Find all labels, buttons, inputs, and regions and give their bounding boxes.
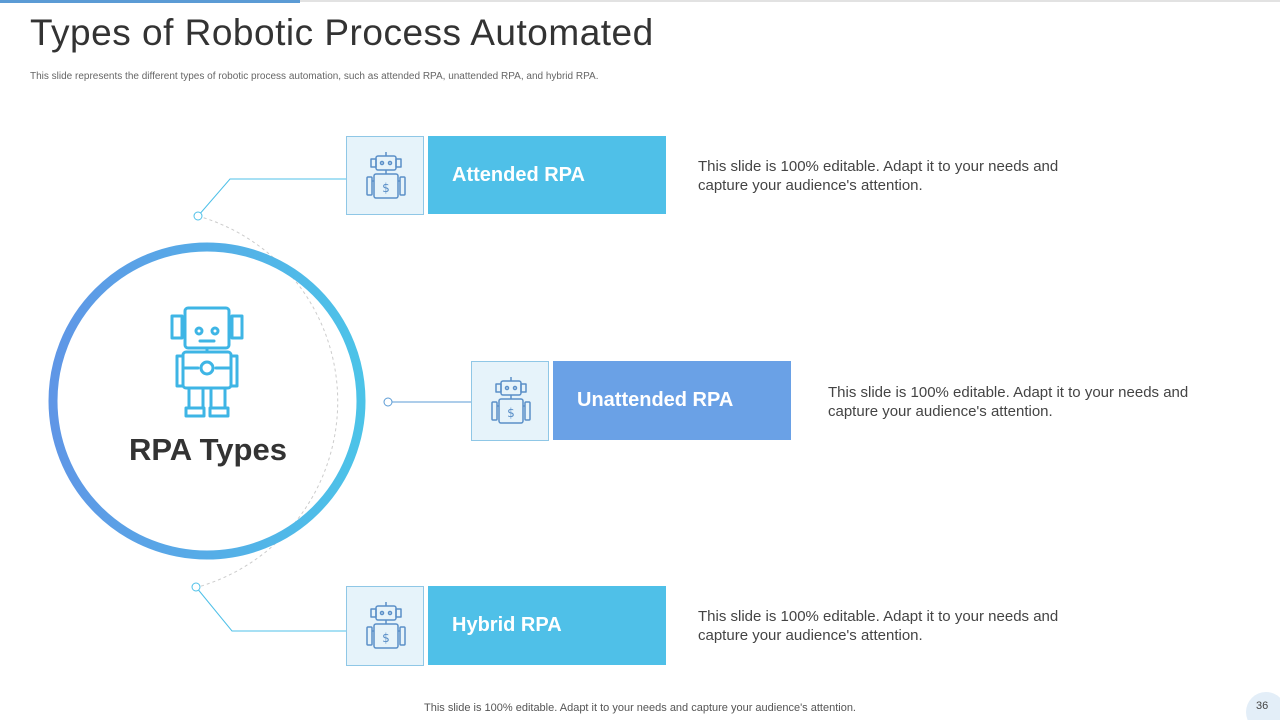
footer-text: This slide is 100% editable. Adapt it to… [424,702,856,714]
page-number: 36 [1256,700,1269,712]
slide-subtitle: This slide represents the different type… [30,71,599,82]
page-number-badge: 36 [1246,692,1280,720]
description-hybrid: This slide is 100% editable. Adapt it to… [698,608,1059,644]
dashed-arc [197,215,339,588]
label-unattended-rpa: Unattended RPA [553,361,791,440]
label-attended-rpa: Attended RPA [428,136,666,214]
robot-icon: $ [491,377,531,424]
svg-text:$: $ [382,631,390,645]
icon-box-attended: $ [346,136,424,215]
svg-text:$: $ [507,406,515,420]
robot-icon: $ [366,152,406,199]
description-unattended: This slide is 100% editable. Adapt it to… [828,384,1189,420]
connector-dot-attended [193,211,203,221]
description-attended: This slide is 100% editable. Adapt it to… [698,158,1059,194]
connector-dot-hybrid [191,582,201,592]
robot-icon [170,306,244,418]
top-border-line [0,0,1280,2]
label-hybrid-rpa: Hybrid RPA [428,586,666,665]
robot-icon: $ [366,602,406,649]
main-ring [48,242,366,560]
icon-box-unattended: $ [471,361,549,441]
connector-attended [197,178,346,217]
connector-hybrid [195,586,346,632]
icon-box-hybrid: $ [346,586,424,666]
center-label: RPA Types [129,432,287,467]
slide-title: Types of Robotic Process Automated [30,12,654,53]
svg-text:$: $ [382,181,390,195]
top-accent-bar [0,0,300,3]
connector-dot-unattended [383,397,393,407]
